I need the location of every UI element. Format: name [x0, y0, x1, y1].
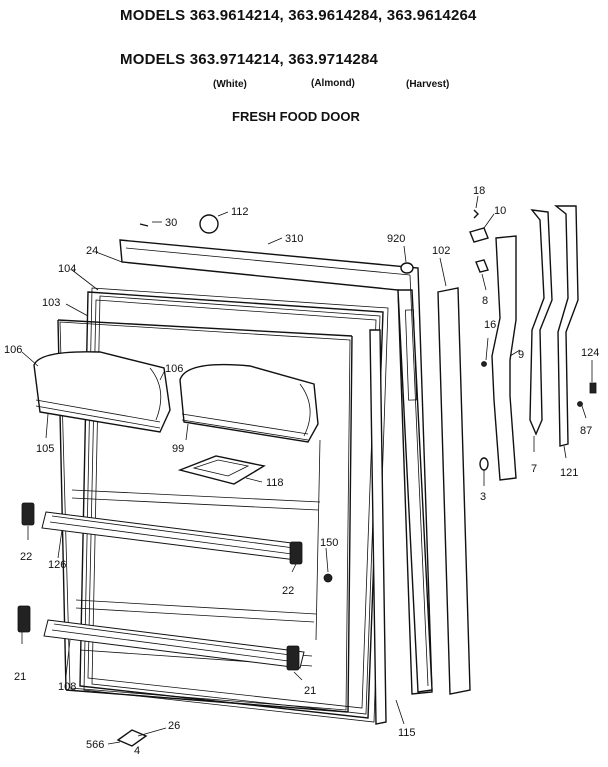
callout-22-left: 22 — [20, 551, 32, 563]
callout-16: 16 — [484, 319, 496, 331]
callout-121: 121 — [560, 467, 578, 479]
strip-102 — [437, 287, 471, 695]
callout-103: 103 — [42, 297, 60, 309]
shelf-bracket-22-right — [289, 541, 303, 565]
tray-118 — [177, 455, 266, 485]
callout-7: 7 — [531, 463, 537, 475]
callout-9: 9 — [518, 349, 524, 361]
leader-lines — [21, 195, 593, 745]
callout-26: 26 — [168, 720, 180, 732]
door-gasket — [83, 287, 389, 723]
hinge-10 — [469, 227, 489, 243]
part-124 — [589, 382, 597, 394]
callout-104: 104 — [58, 263, 76, 275]
handle-7 — [529, 209, 553, 436]
part-3 — [479, 457, 489, 471]
shelf-bracket-21-right — [286, 645, 300, 671]
section-title: FRESH FOOD DOOR — [232, 109, 360, 124]
shelf-rail-108 — [43, 619, 305, 669]
callout-21-right: 21 — [304, 685, 316, 697]
callout-8: 8 — [482, 295, 488, 307]
callout-30: 30 — [165, 217, 177, 229]
dairy-door-left — [33, 351, 171, 433]
callout-labels: 30 112 310 920 24 104 103 106 106 105 99… — [4, 185, 599, 757]
color-white: (White) — [213, 79, 247, 90]
shelf-bracket-22-left — [21, 502, 35, 526]
dairy-door-right — [179, 363, 319, 443]
callout-21-left: 21 — [14, 671, 26, 683]
plug-920 — [400, 262, 414, 274]
callout-87: 87 — [580, 425, 592, 437]
callout-22-right: 22 — [282, 585, 294, 597]
callout-102: 102 — [432, 245, 450, 257]
screw-30 — [139, 223, 149, 227]
callout-105: 105 — [36, 443, 54, 455]
callout-566: 566 — [86, 739, 104, 751]
callout-10: 10 — [494, 205, 506, 217]
handle-121 — [554, 205, 579, 447]
callout-126: 126 — [48, 559, 66, 571]
color-almond: (Almond) — [311, 78, 355, 89]
handle-9 — [491, 235, 517, 481]
callout-3: 3 — [480, 491, 486, 503]
callout-118: 118 — [266, 477, 284, 489]
callout-106-right: 106 — [165, 363, 183, 375]
part-16 — [481, 361, 487, 367]
models-line-1: MODELS 363.9614214, 363.9614284, 363.961… — [120, 7, 477, 24]
callout-310: 310 — [285, 233, 303, 245]
outer-door-panel — [119, 239, 433, 695]
screw-87 — [577, 401, 583, 407]
callout-108: 108 — [58, 681, 76, 693]
breaker-strip — [369, 329, 387, 725]
screw-18 — [473, 209, 479, 219]
screw-150 — [323, 573, 333, 583]
callout-115: 115 — [398, 727, 416, 739]
callout-24: 24 — [86, 245, 98, 257]
part-26 — [116, 729, 148, 747]
callout-150: 150 — [320, 537, 338, 549]
callout-920: 920 — [387, 233, 405, 245]
callout-99: 99 — [172, 443, 184, 455]
callout-106-left: 106 — [4, 344, 22, 356]
callout-112: 112 — [231, 206, 249, 218]
shelf-bracket-21-left — [17, 605, 31, 633]
models-line-2: MODELS 363.9714214, 363.9714284 — [120, 51, 379, 68]
part-8 — [475, 259, 489, 273]
callout-124: 124 — [581, 347, 599, 359]
plug-112 — [199, 214, 219, 234]
callout-4: 4 — [134, 745, 140, 757]
callout-18: 18 — [473, 185, 485, 197]
color-harvest: (Harvest) — [406, 79, 450, 90]
